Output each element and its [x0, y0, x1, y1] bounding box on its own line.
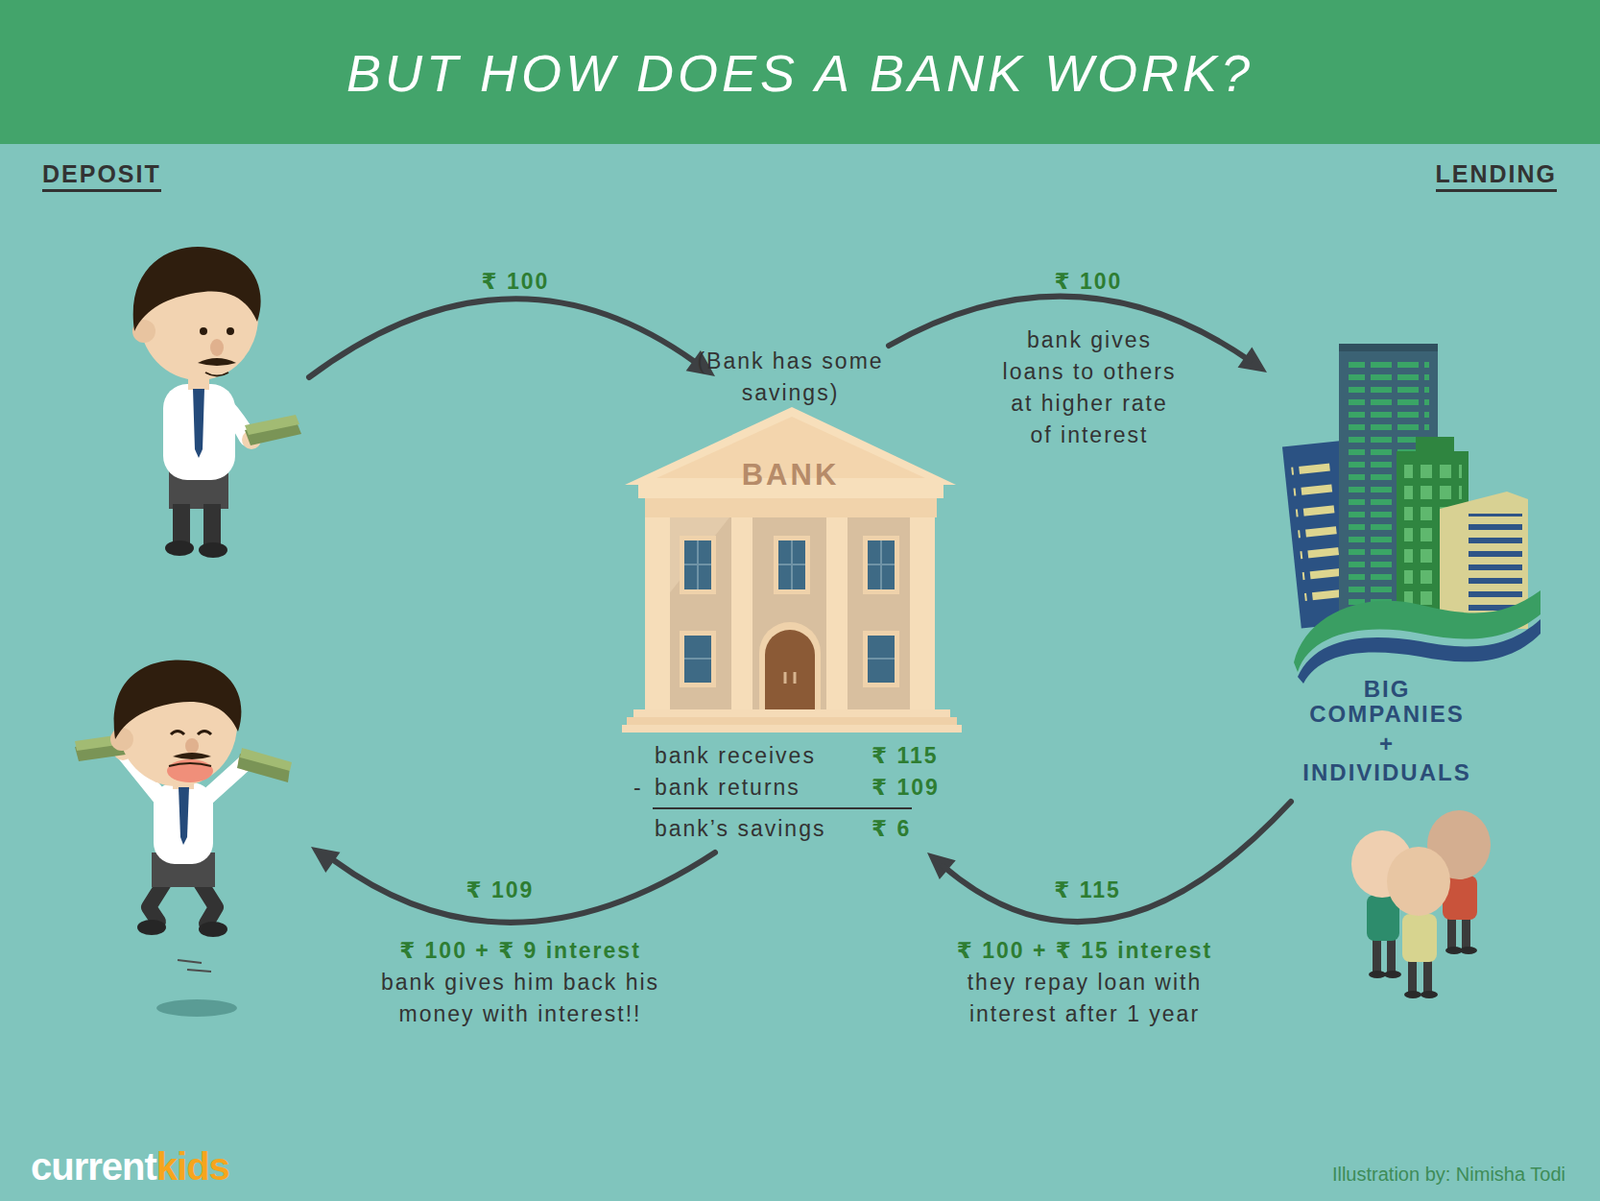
credit: Illustration by: Nimisha Todi [1332, 1161, 1566, 1187]
section-heading: LENDING [1435, 159, 1558, 192]
amount-note: ₹ 100 + ₹ 9 interest [337, 934, 703, 967]
table-cell: bank receives [654, 740, 816, 772]
title-band [0, 0, 1600, 144]
logo-word: kids [156, 1144, 230, 1189]
node-title: INDIVIDUALS [1271, 760, 1503, 786]
connector-line [943, 801, 1291, 922]
edge-label: ₹ 100 [1021, 265, 1156, 298]
table-cell: ₹ 115 [871, 740, 939, 772]
group-node: BIG COMPANIES + INDIVIDUALS [1266, 335, 1513, 802]
table-cell: ₹ 6 [871, 812, 911, 845]
bank-building [621, 406, 962, 733]
amount: ₹ 109 [432, 874, 568, 907]
table-cell: ₹ 109 [871, 771, 940, 804]
amount-note: ₹ 100 + ₹ 15 interest [902, 934, 1267, 967]
bank-name: BANK [694, 458, 887, 492]
depositor-figure [132, 246, 302, 558]
node-title: BIG COMPANIES [1290, 676, 1483, 727]
note: bank gives him back his money with inter… [357, 966, 684, 1030]
table-cell: bank’s savings [654, 812, 826, 845]
note: they repay loan with interest after 1 ye… [935, 966, 1234, 1030]
section-heading: DEPOSIT [42, 159, 162, 192]
city-buildings [1282, 343, 1541, 684]
title: BUT HOW DOES A BANK WORK? [0, 42, 1600, 104]
edge-label: ₹ 115 [1020, 874, 1155, 907]
deposit-arrow [309, 298, 716, 378]
arrowhead [1238, 346, 1267, 373]
ledger-rule [652, 807, 912, 810]
connector-arrow [927, 801, 1291, 922]
table-cell: - [633, 771, 644, 804]
note: bank gives loans to others at higher rat… [999, 324, 1180, 452]
logo-word: current [30, 1144, 157, 1189]
table-cell: bank returns [654, 771, 801, 804]
node-heading: (Bank has some savings) [696, 345, 884, 409]
happy-depositor-figure [74, 124, 292, 1017]
node-title: + [1358, 731, 1416, 757]
return-arrow [310, 846, 716, 923]
amount: ₹ 100 [448, 265, 583, 298]
people-group [1351, 810, 1491, 999]
